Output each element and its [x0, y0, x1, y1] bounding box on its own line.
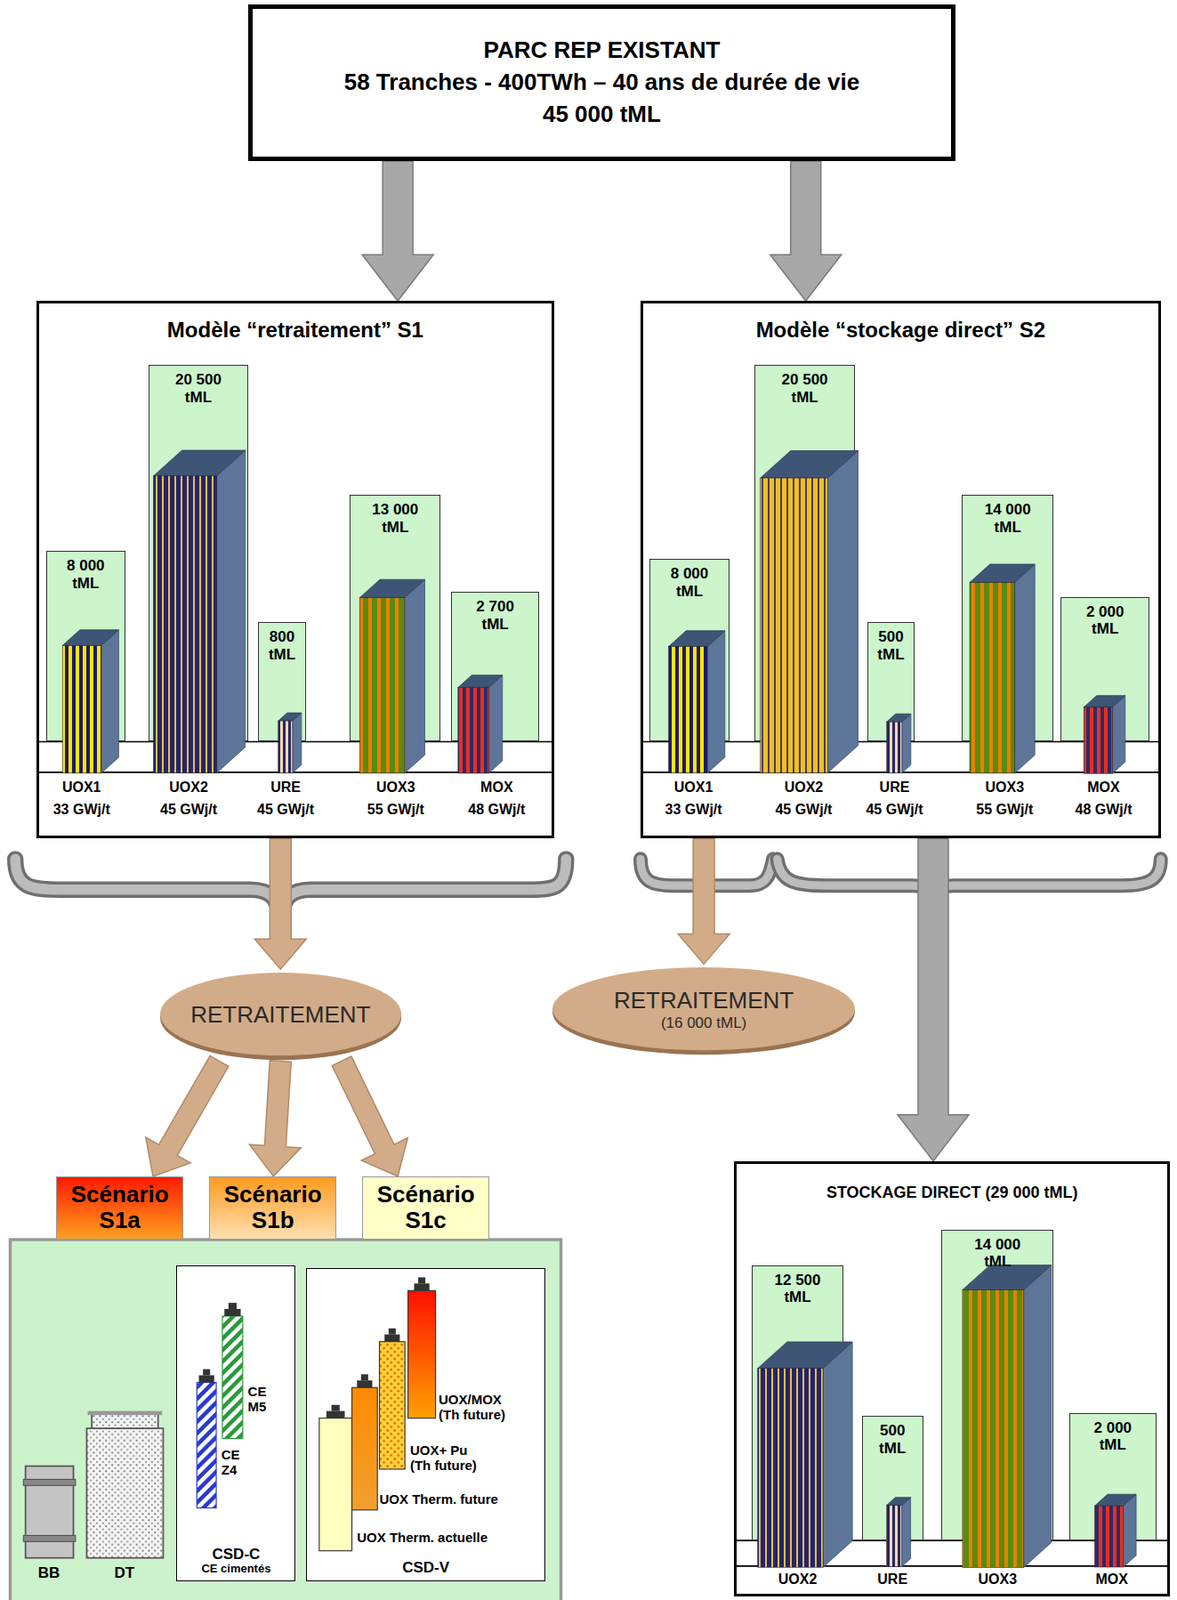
node-subtitle: CE cimentés [201, 1562, 271, 1576]
quantity-box: 20 500 tML [148, 364, 248, 742]
node-title: RETRAITEMENT [190, 1001, 371, 1029]
fuel-type: UOX3 [955, 779, 1054, 796]
package-box: CSD-CCE cimentés [176, 1265, 296, 1581]
quantity-box: 2 000 tML [1069, 1412, 1158, 1540]
quantity-bar [755, 365, 855, 742]
flow-arrow [362, 161, 434, 301]
node-subtitle: (16 000 tML) [661, 1014, 747, 1032]
quantity-box: 500 tML [867, 621, 916, 742]
process-ellipse: RETRAITEMENT [158, 968, 404, 1061]
burnup-value: 33 GWj/t [32, 801, 131, 818]
scenario-tab: Scénario S1a [56, 1176, 184, 1240]
package-name: DT [97, 1563, 152, 1582]
model-box: Modèle “stockage direct” S2 8 000 tML 20 5… [640, 300, 1161, 839]
quantity-box: 14 000 tML [961, 494, 1054, 742]
node-title: 800 tML [260, 628, 304, 663]
canister-label: UOX Therm. future [378, 1491, 498, 1507]
node-title: CSD-C [211, 1545, 260, 1564]
flow-arrow [897, 838, 969, 1161]
fuel-type: URE [236, 779, 335, 796]
burnup-value: 45 GWj/t [845, 801, 944, 818]
burnup-value: 55 GWj/t [346, 801, 445, 818]
quantity-box: 500 tML [862, 1415, 924, 1540]
flow-arrow [677, 838, 730, 964]
fuel-type: UOX2 [754, 779, 853, 796]
model-box: Modèle “retraitement” S1 8 000 tML 20 500 … [36, 300, 554, 839]
fuel-type: UOX1 [644, 779, 743, 796]
flow-arrow [331, 1056, 408, 1177]
fuel-type: MOX [447, 779, 546, 796]
canister-label: UOX+ Pu (Th future) [410, 1442, 482, 1474]
node-title: CSD-V [402, 1558, 450, 1577]
node-title: 20 500 tML [170, 370, 226, 406]
node-title: RETRAITEMENT [613, 987, 794, 1015]
node-title: Scénario S1b [213, 1181, 332, 1235]
quantity-box: 2 700 tML [451, 591, 541, 742]
node-title: 2 000 tML [1085, 1418, 1141, 1454]
burnup-value: 55 GWj/t [955, 801, 1054, 818]
quantity-box: 800 tML [257, 621, 307, 742]
quantity-box: 8 000 tML [649, 558, 729, 742]
flow-arrow [770, 161, 842, 301]
node-subtitle: 45 000 tML [542, 101, 662, 129]
burnup-value: 45 GWj/t [236, 801, 335, 818]
burnup-value: 45 GWj/t [139, 801, 238, 818]
flow-arrow [145, 1055, 229, 1177]
quantity-box: 2 000 tML [1060, 596, 1150, 742]
canister-label: UOX Therm. actuelle [356, 1529, 488, 1545]
process-ellipse: RETRAITEMENT(16 000 tML) [550, 963, 857, 1056]
fuel-type: MOX [1063, 1571, 1161, 1588]
node-title: 2 000 tML [1077, 603, 1133, 638]
burnup-value: 48 GWj/t [1055, 801, 1153, 818]
canister-label: UOX/MOX (Th future) [438, 1391, 510, 1423]
node-title: 14 000 tML [969, 1235, 1025, 1271]
fuel-type: UOX1 [32, 779, 131, 796]
flow-arrow [249, 1060, 301, 1177]
package-name: BB [22, 1563, 76, 1582]
fuel-type: UOX2 [139, 779, 238, 796]
node-subtitle: 58 Tranches - 400TWh – 40 ans de durée d… [344, 69, 860, 97]
quantity-box: 20 500 tML [754, 364, 855, 742]
node-title: 500 tML [864, 1421, 920, 1457]
fuel-type: UOX3 [346, 779, 445, 796]
node-title: 2 700 tML [467, 597, 524, 633]
node-title: STOCKAGE DIRECT (29 000 tML) [826, 1183, 1079, 1202]
storage-box: STOCKAGE DIRECT (29 000 tML) 12 500 tML 50… [733, 1160, 1170, 1597]
quantity-bar [942, 1230, 1055, 1542]
fuel-type: UOX3 [948, 1571, 1047, 1588]
node-title: 8 000 tML [57, 556, 113, 592]
burnup-value: 45 GWj/t [754, 801, 853, 818]
node-title: 13 000 tML [367, 500, 423, 536]
quantity-box: 13 000 tML [349, 494, 441, 742]
node-title: 14 000 tML [980, 500, 1036, 536]
package-name: CE M5 [248, 1383, 277, 1415]
node-title: 8 000 tML [661, 564, 718, 600]
quantity-bar [451, 592, 541, 743]
scenario-tab: Scénario S1b [209, 1176, 337, 1240]
scenario-tab: Scénario S1c [362, 1176, 490, 1240]
title-box: PARC REP EXISTANT 58 Tranches - 400TWh – … [248, 4, 957, 162]
quantity-box: 8 000 tML [46, 550, 126, 742]
node-title: Scénario S1c [366, 1181, 485, 1235]
quantity-bar [149, 365, 249, 742]
node-title: 12 500 tML [770, 1271, 826, 1306]
node-title: 20 500 tML [777, 370, 833, 406]
package-name: CE Z4 [221, 1446, 250, 1478]
node-title: 500 tML [870, 628, 913, 663]
fuel-type: URE [845, 779, 944, 796]
fuel-type: URE [843, 1571, 942, 1588]
node-title: Modèle “retraitement” S1 [167, 317, 424, 343]
burnup-value: 48 GWj/t [447, 801, 546, 818]
quantity-bar [752, 1265, 845, 1542]
quantity-box: 14 000 tML [941, 1229, 1054, 1541]
node-title: PARC REP EXISTANT [483, 37, 721, 65]
flow-arrow [254, 838, 307, 969]
quantity-box: 12 500 tML [751, 1265, 844, 1541]
fuel-type: MOX [1055, 779, 1153, 796]
fuel-type: UOX2 [749, 1571, 847, 1588]
node-title: Scénario S1a [60, 1181, 179, 1235]
burnup-value: 33 GWj/t [644, 801, 743, 818]
node-title: Modèle “stockage direct” S2 [756, 317, 1046, 343]
